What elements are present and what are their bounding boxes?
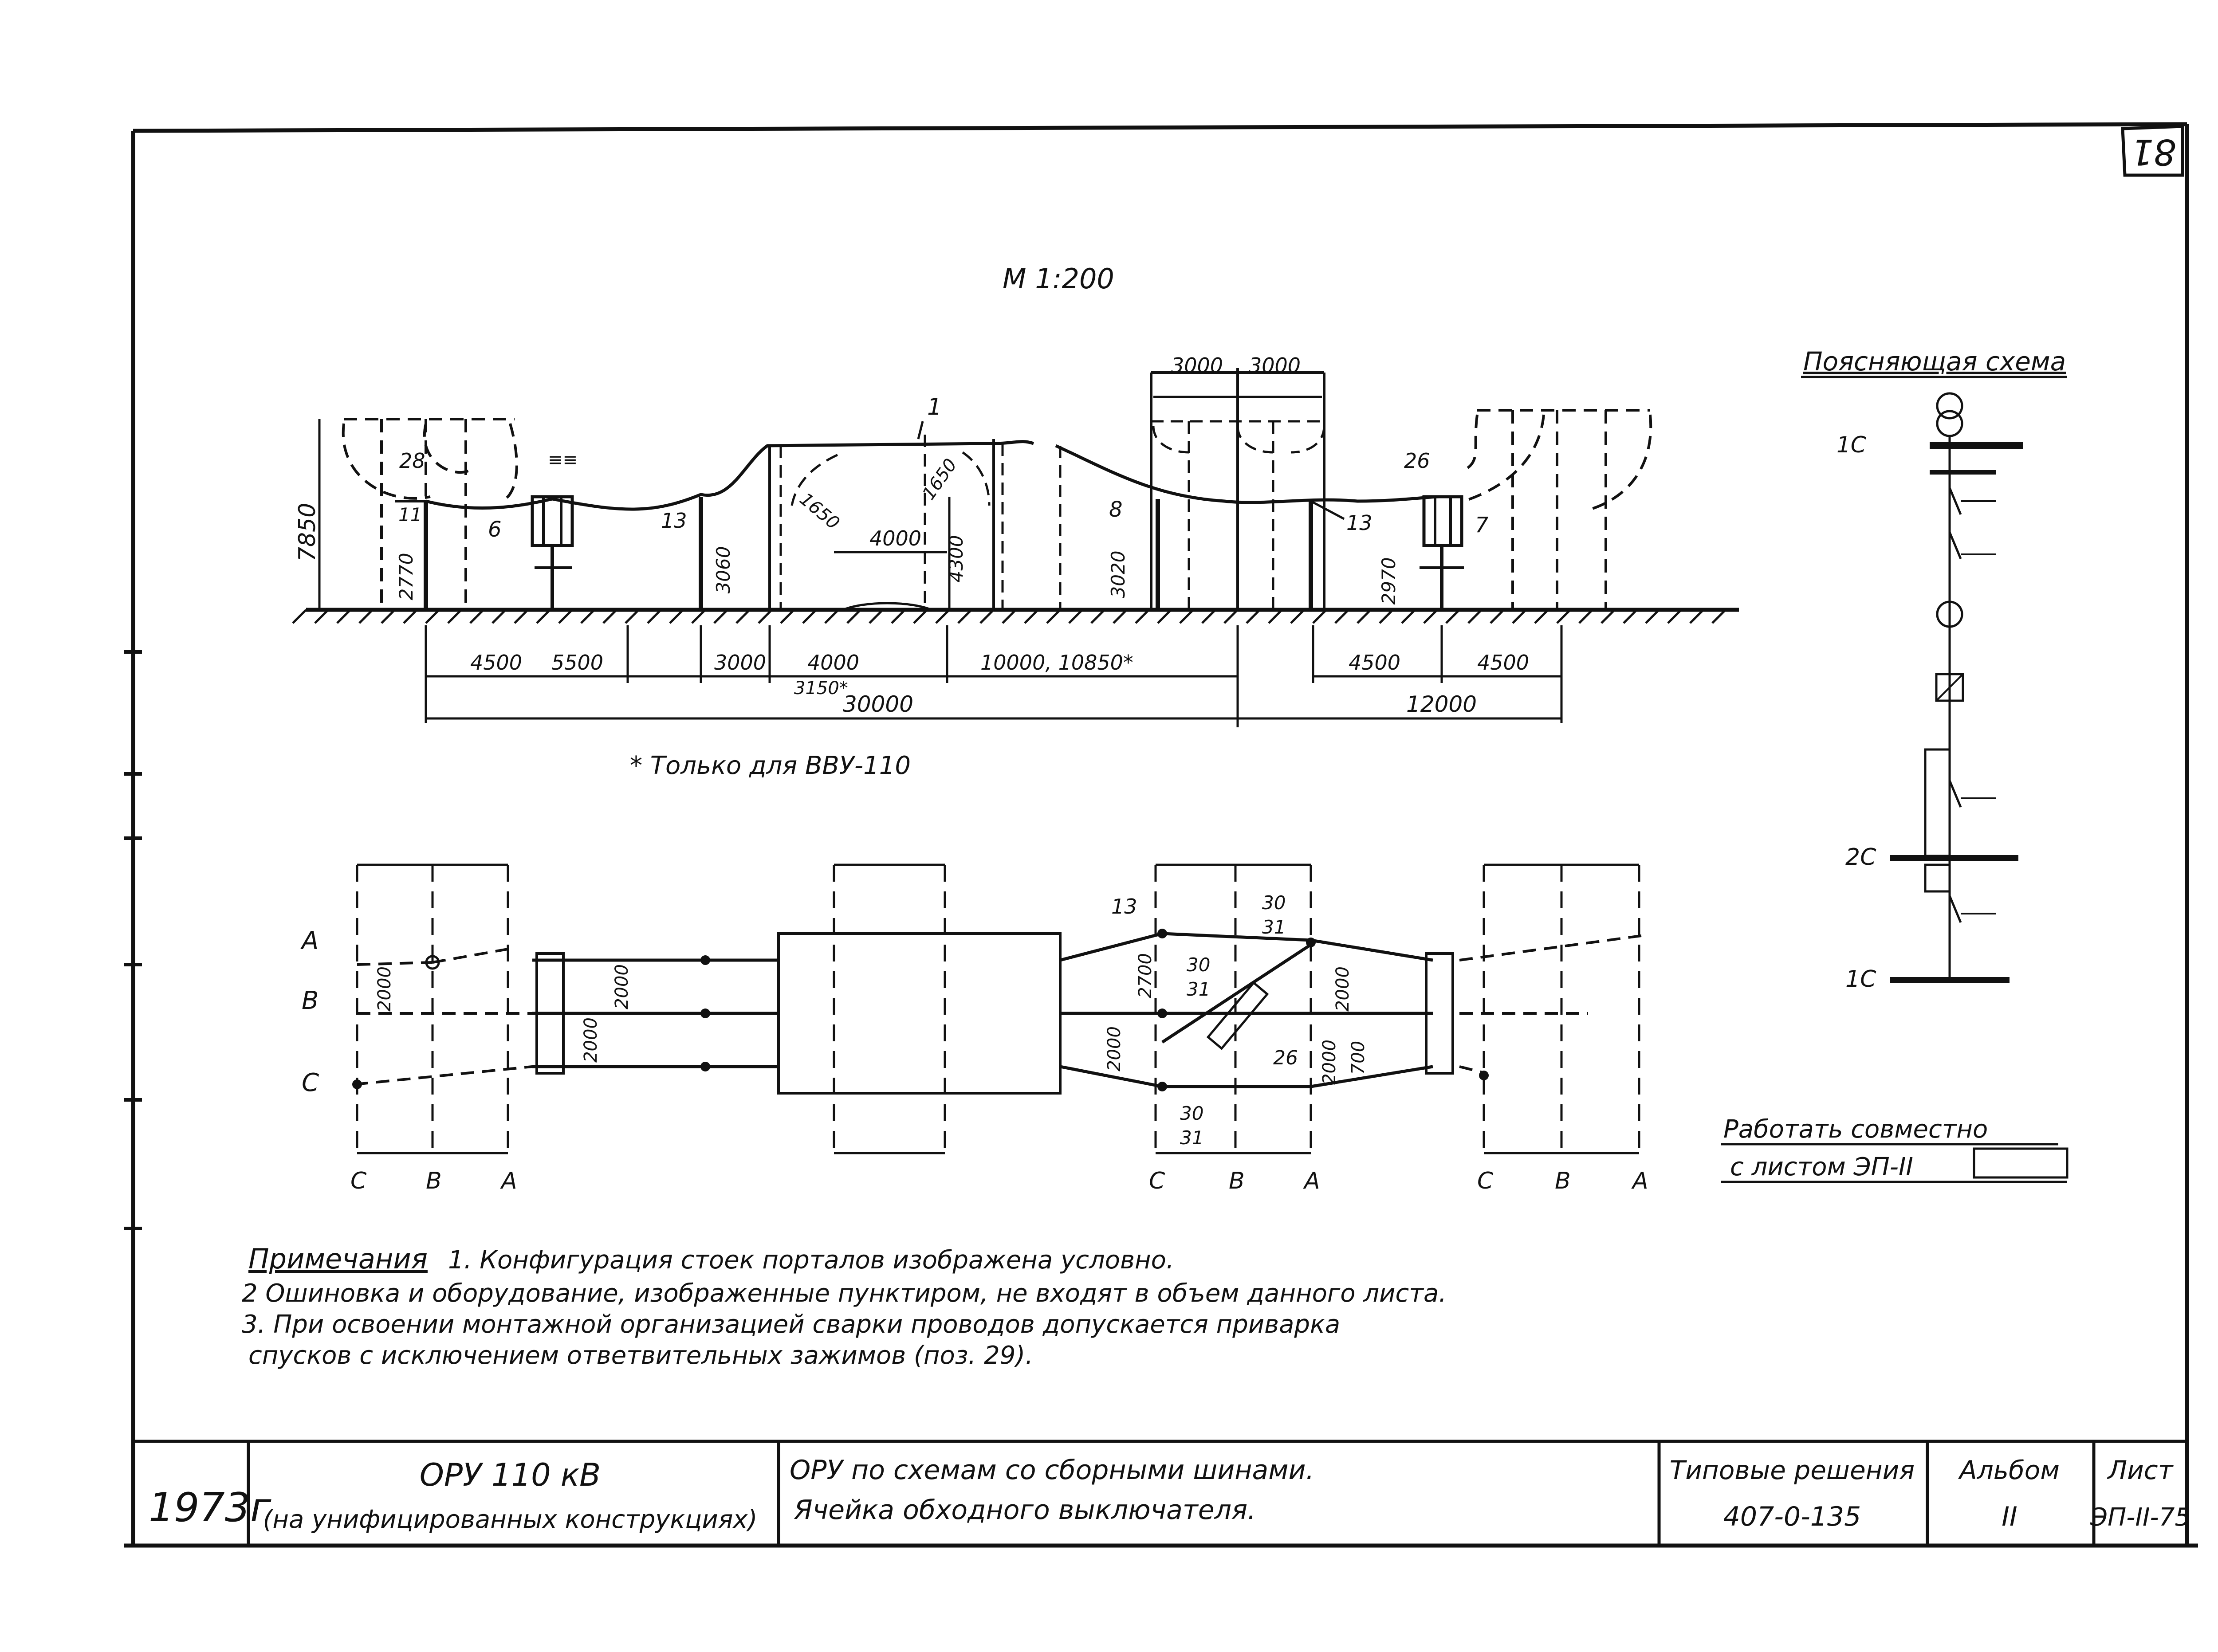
plan-label-31-b: 31 bbox=[1187, 978, 1210, 1000]
explanatory-scheme: Поясняющая схема 1С 2С 1С bbox=[1801, 346, 2067, 993]
dim-2970: 2970 bbox=[1378, 557, 1400, 605]
plan-label-30-b: 30 bbox=[1187, 954, 1210, 976]
title-sheet-value: ЭП-II-75 bbox=[2090, 1503, 2190, 1532]
title-object-2: (на унифицированных конструкциях) bbox=[263, 1505, 758, 1534]
bottom-c-2: C bbox=[1149, 1168, 1165, 1194]
phase-label-b: B bbox=[302, 986, 319, 1015]
plan-dim-700: 700 bbox=[1348, 1041, 1369, 1075]
plan-dim-2000-d: 2000 bbox=[1104, 1026, 1125, 1071]
dim-1650-a: 1650 bbox=[796, 489, 844, 534]
note-1: 1. Конфигурация стоек порталов изображен… bbox=[448, 1246, 1174, 1275]
label-13-right: 13 bbox=[1346, 511, 1372, 535]
scheme-bus-1c: 1С bbox=[1845, 966, 1876, 993]
plan-dim-2700: 2700 bbox=[1135, 953, 1156, 998]
bottom-a-2: A bbox=[1303, 1168, 1320, 1194]
plan-dim-2000-b: 2000 bbox=[612, 964, 632, 1009]
notes: Примечания 1. Конфигурация стоек портало… bbox=[242, 1243, 1447, 1370]
label-7: 7 bbox=[1475, 513, 1489, 538]
page-number: 81 bbox=[2131, 131, 2176, 173]
title-album-value: II bbox=[2002, 1501, 2017, 1532]
plan-label-30-c: 30 bbox=[1180, 1103, 1203, 1124]
plan-label-13: 13 bbox=[1111, 895, 1137, 918]
dim-4300: 4300 bbox=[945, 535, 967, 583]
dim-30000: 30000 bbox=[843, 691, 913, 717]
plan-dim-2000-e: 2000 bbox=[1333, 966, 1353, 1012]
plan-label-31-a: 31 bbox=[1262, 916, 1286, 938]
label-6: 6 bbox=[488, 517, 502, 542]
dim-4500-c: 4500 bbox=[1477, 651, 1529, 675]
title-block: 1973г ОРУ 110 кВ (на унифицированных кон… bbox=[133, 1440, 2190, 1546]
plan-view: A B C C B A C B A C B A 2000 2000 2000 2… bbox=[300, 863, 1648, 1194]
title-object-1: ОРУ 110 кВ bbox=[420, 1457, 601, 1493]
title-desc-1: ОРУ по схемам со сборными шинами. bbox=[790, 1455, 1314, 1486]
dim-10000: 10000, 10850* bbox=[980, 651, 1133, 675]
plan-label-30-a: 30 bbox=[1262, 892, 1286, 914]
dim-4500-a: 4500 bbox=[470, 651, 522, 675]
bottom-c-3: C bbox=[1477, 1168, 1494, 1194]
dim-2770: 2770 bbox=[395, 553, 417, 600]
title-album-label: Альбом bbox=[1958, 1455, 2060, 1485]
label-26: 26 bbox=[1404, 449, 1430, 473]
scale-label: M 1:200 bbox=[1003, 263, 1114, 295]
bottom-b-1: B bbox=[426, 1168, 442, 1194]
dim-3000-a: 3000 bbox=[1171, 353, 1223, 377]
phase-label-c: C bbox=[302, 1068, 319, 1097]
sheet-frame bbox=[124, 122, 2198, 1548]
title-series-value: 407-0-135 bbox=[1723, 1501, 1861, 1532]
note-4: спусков с исключением ответвительных заж… bbox=[248, 1341, 1033, 1370]
dim-4000: 4000 bbox=[807, 651, 859, 675]
title-desc-2: Ячейка обходного выключателя. bbox=[794, 1495, 1256, 1526]
footnote: * Только для ВВУ-110 bbox=[630, 751, 911, 780]
phase-label-a: A bbox=[300, 926, 319, 955]
notes-heading: Примечания bbox=[248, 1243, 428, 1275]
title-series-label: Типовые решения bbox=[1670, 1455, 1915, 1485]
page-number-box: 81 bbox=[2121, 125, 2184, 177]
label-13: 13 bbox=[661, 509, 687, 533]
bottom-c-1: C bbox=[350, 1168, 367, 1194]
work-together-line1: Работать совместно bbox=[1723, 1115, 1988, 1144]
plan-dim-2000-c: 2000 bbox=[581, 1017, 601, 1063]
dim-3000: 3000 bbox=[714, 651, 766, 675]
note-2: 2 Ошиновка и оборудование, изображенные … bbox=[242, 1279, 1447, 1308]
dim-3150: 3150* bbox=[794, 678, 848, 698]
bottom-a-3: A bbox=[1631, 1168, 1648, 1194]
label-11: 11 bbox=[398, 504, 422, 526]
dim-5500: 5500 bbox=[551, 651, 603, 675]
dim-4000-top: 4000 bbox=[869, 526, 921, 550]
plan-dim-2000-f: 2000 bbox=[1319, 1040, 1340, 1085]
note-3: 3. При освоении монтажной организацией с… bbox=[242, 1310, 1340, 1339]
scheme-bus-10c: 1С bbox=[1837, 432, 1866, 458]
bottom-b-3: B bbox=[1555, 1168, 1571, 1194]
work-together-line2: с листом ЭП-II bbox=[1730, 1153, 1913, 1181]
plan-dim-2000-a: 2000 bbox=[374, 966, 395, 1012]
work-together-note: Работать совместно с листом ЭП-II bbox=[1721, 1115, 2069, 1183]
dim-3000-b: 3000 bbox=[1249, 353, 1301, 377]
dim-7850: 7850 bbox=[294, 503, 321, 561]
label-1: 1 bbox=[927, 394, 942, 420]
title-year: 1973г bbox=[149, 1484, 271, 1531]
title-sheet-label: Лист bbox=[2107, 1455, 2174, 1485]
label-8: 8 bbox=[1109, 497, 1123, 522]
dim-3020: 3020 bbox=[1107, 551, 1129, 598]
dim-12000: 12000 bbox=[1406, 691, 1477, 717]
scheme-title: Поясняющая схема bbox=[1803, 346, 2066, 377]
dim-4500-b: 4500 bbox=[1349, 651, 1400, 675]
scheme-bus-2c: 2С bbox=[1845, 844, 1876, 871]
label-top-left: ≡≡ bbox=[548, 450, 578, 470]
dim-3060: 3060 bbox=[712, 546, 734, 594]
bottom-b-2: B bbox=[1229, 1168, 1245, 1194]
plan-label-31-c: 31 bbox=[1180, 1127, 1203, 1149]
plan-label-26: 26 bbox=[1273, 1047, 1298, 1069]
label-28: 28 bbox=[399, 449, 425, 473]
bottom-a-1: A bbox=[500, 1168, 517, 1194]
section-view: 7850 28 11 2770 6 ≡≡ 13 3060 bbox=[292, 353, 1739, 727]
